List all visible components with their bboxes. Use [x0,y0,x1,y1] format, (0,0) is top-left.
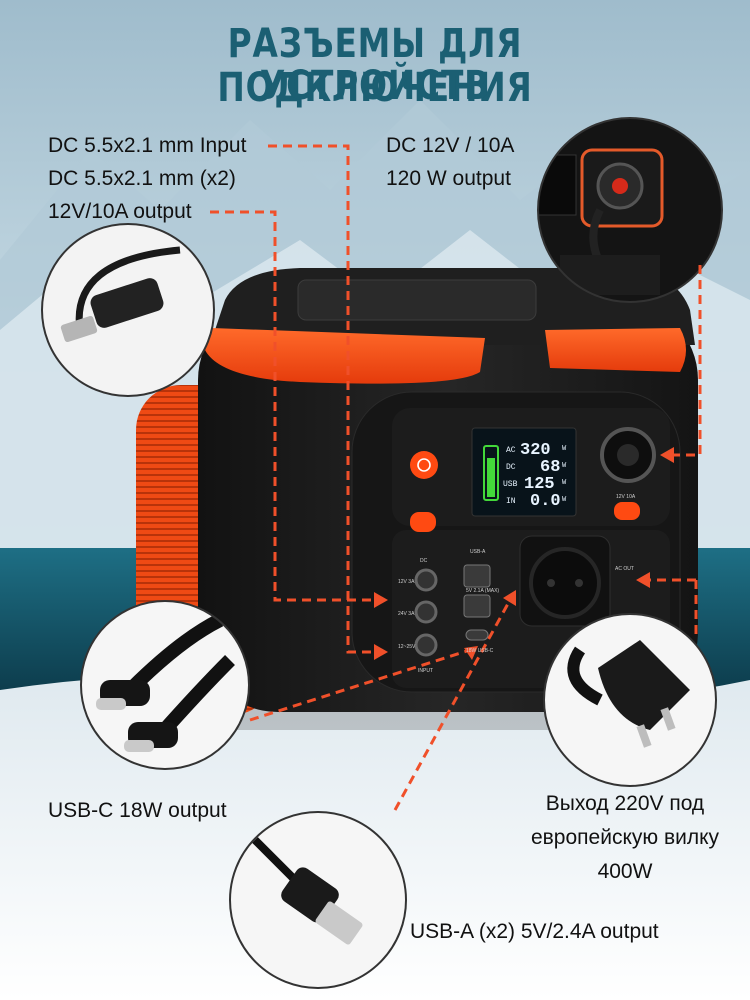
panel-usba-spec: 5V 2.1A (MAX) [466,588,499,594]
dc-switch [410,512,436,532]
inset-dc-plug [41,223,215,397]
ac-outlet [529,547,601,619]
lcd-label-ac: AC [506,446,516,455]
lcd-readout: AC 320 W DC 68 W USB 125 W IN 0.0 W [503,441,567,511]
pointer-dc-output [210,210,372,602]
lcd-value-ac: 320 [520,441,551,460]
lcd-value-usb: 125 [524,475,555,494]
dc-port-in [414,633,438,657]
usb-c-port [465,629,489,641]
lcd-unit-ac: W [562,445,567,453]
label-ac-line1: Выход 220V под [545,792,705,815]
arrowhead [464,646,478,660]
usb-a-port-2 [463,594,491,618]
lcd-unit-usb: W [562,479,567,487]
label-usbc: USB-C 18W output [48,799,227,822]
lcd-value-dc: 68 [540,458,560,477]
label-dc-12v-output: 12V/10A output [48,200,192,223]
lcd-value-in: 0.0 [530,492,561,511]
panel-print: DC 12V 3A 24V 3A 12~25V INPUT USB-A 5V 2… [398,494,636,674]
panel-24v: 24V 3A [398,611,415,617]
page-title-line2: УСТРОЙСТВ [260,63,490,109]
panel-12v: 12V 3A [398,579,415,585]
lcd-label-usb: USB [503,480,518,489]
inset-usbc-cable [80,600,250,770]
panel-usb-group: USB-A [470,549,486,555]
battery-icon [483,445,499,501]
page-title-line1: РАЗЪЕМЫ ДЛЯ ПОДКЛЮЧЕНИЯ [217,21,533,111]
panel-in: 12~25V [398,644,416,650]
power-button [410,451,438,479]
panel-car-spec: 12V 10A [616,494,636,500]
lcd-unit-in: W [562,496,567,504]
handle-right [545,328,686,372]
battery-fill [487,458,495,497]
arrowhead [636,572,650,588]
inset-eu-plug [543,613,717,787]
panel-ac-out: AC OUT [615,566,634,572]
power-button-ring [417,458,431,472]
arrowhead [660,447,674,463]
pointer-car-dc [670,265,702,457]
arrowhead [374,592,388,608]
dc-port-24v [414,600,438,624]
panel-dc-group: DC [420,558,428,564]
pointer-usba [393,599,512,811]
label-ac-line2: европейскую вилку [530,826,720,849]
label-dc-x2: DC 5.5x2.1 mm (x2) [48,167,236,190]
panel-usbc-spec: 18W USB-C [466,648,494,654]
panel-input: INPUT [418,668,433,674]
label-usba: USB-A (x2) 5V/2.4A output [410,920,659,943]
label-dc-input: DC 5.5x2.1 mm Input [48,134,247,157]
label-car-dc-line1: DC 12V / 10A [386,134,515,157]
inset-usba-cable [229,811,407,989]
pointer-usbc [249,648,471,722]
inset-car-socket [537,117,723,303]
ac-pin-right [575,579,583,587]
handle-left [205,328,485,384]
lcd-label-in: IN [506,497,516,506]
arrowhead [503,590,516,606]
ac-pin-left [547,579,555,587]
car-switch [614,502,640,520]
lcd-unit-dc: W [562,462,567,470]
arrowhead [374,644,388,660]
pointer-dc-input [268,144,372,654]
wireless-pad [297,279,537,321]
car-socket-core [617,444,639,466]
dc-port-12v [414,568,438,592]
arrowheads [374,447,674,660]
lcd-label-dc: DC [506,463,516,472]
pointer-lines [210,144,702,811]
usb-a-port-1 [463,564,491,588]
label-ac-line3: 400W [597,860,653,883]
label-car-dc-line2: 120 W output [386,167,511,190]
